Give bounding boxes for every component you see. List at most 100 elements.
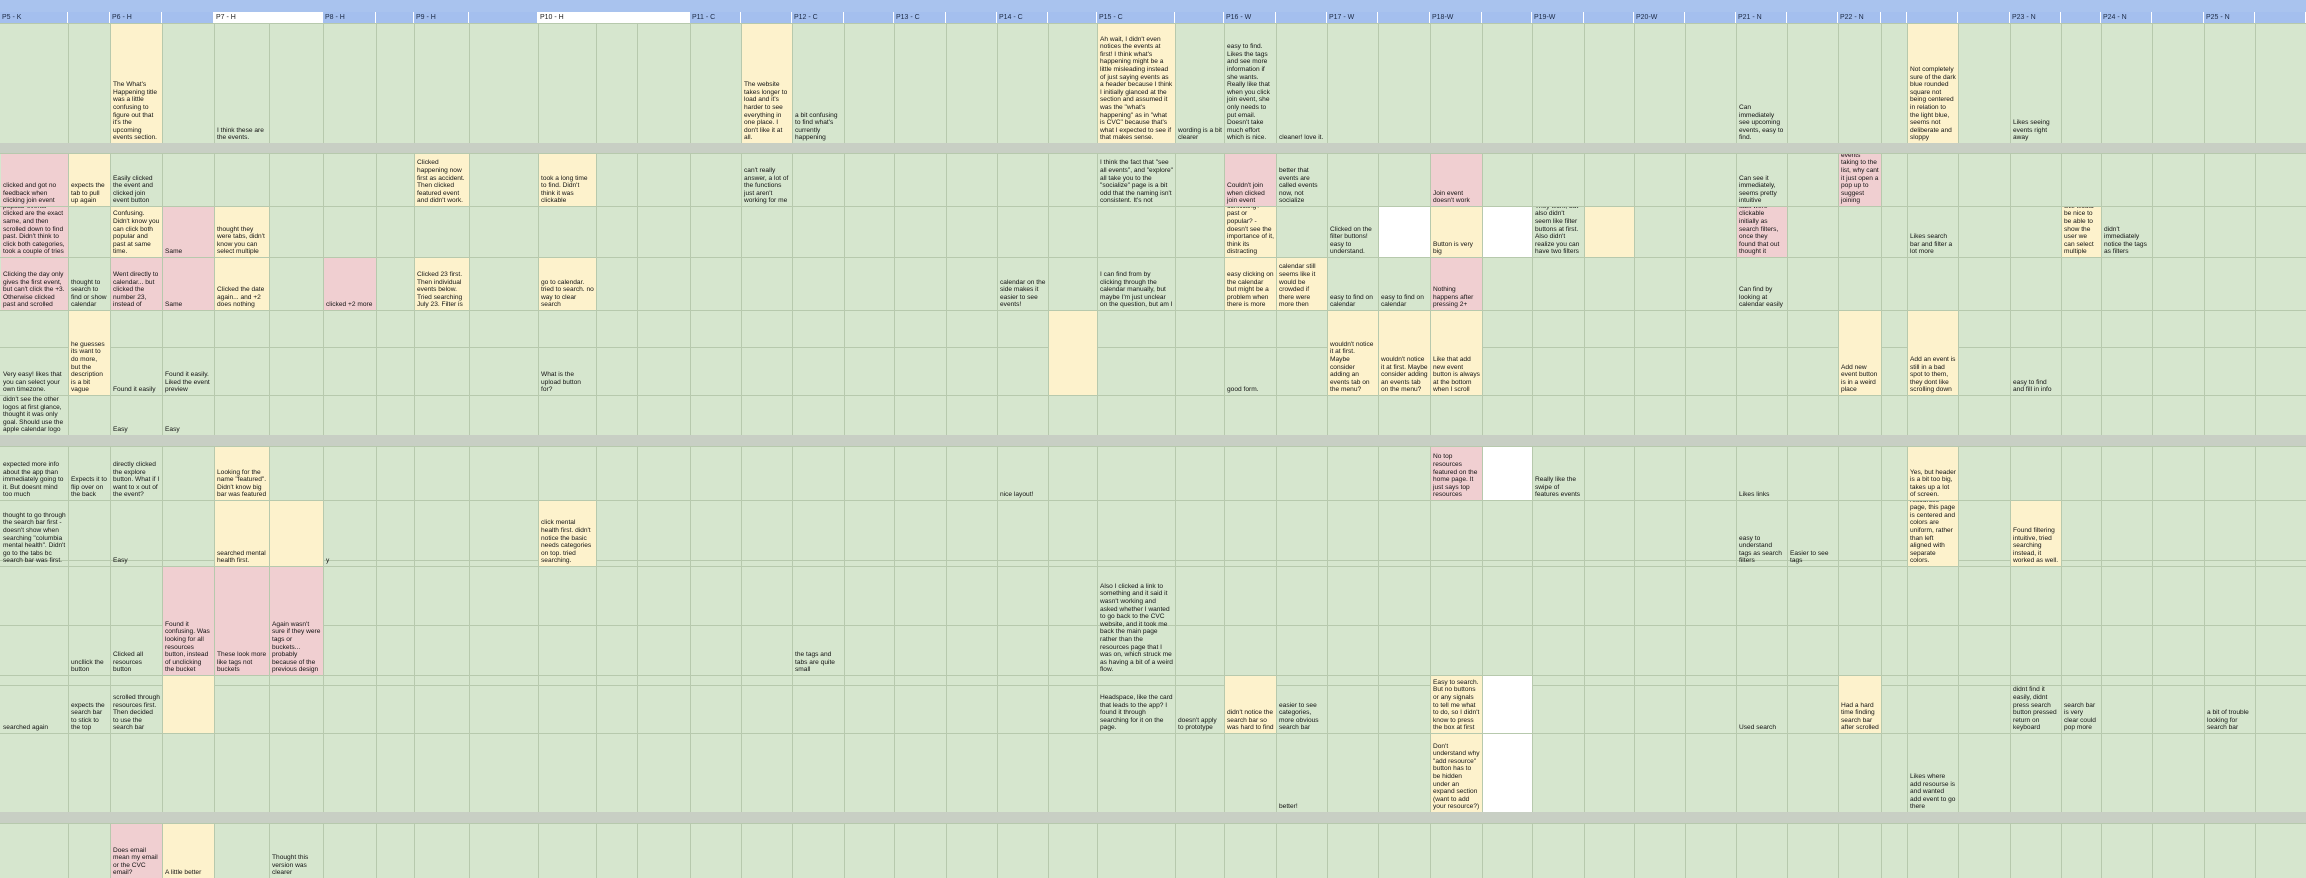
sticky-note[interactable]: easy to understand tags as search filter… bbox=[1737, 501, 1787, 566]
sticky-note[interactable]: Can see it immediately, seems pretty int… bbox=[1737, 154, 1787, 206]
sticky-note[interactable]: easy to find and fill in info bbox=[2011, 311, 2061, 395]
sticky-note[interactable]: They work, but also didn't seem like fil… bbox=[1533, 207, 1584, 257]
column-header[interactable] bbox=[469, 12, 538, 23]
column-header[interactable] bbox=[1685, 12, 1736, 23]
column-header[interactable] bbox=[1175, 12, 1224, 23]
sticky-note[interactable]: calendar on the side makes it easier to … bbox=[998, 258, 1048, 310]
sticky-note[interactable]: doesn't apply to prototype bbox=[1176, 676, 1224, 733]
column-header[interactable] bbox=[1958, 12, 2010, 23]
sticky-note[interactable]: wouldn't notice it at first. Maybe consi… bbox=[1379, 311, 1430, 395]
sticky-note[interactable]: thought they were tabs, didn't know you … bbox=[215, 207, 269, 257]
sticky-note[interactable]: Found filtering intuitive, tried searchi… bbox=[2011, 501, 2061, 566]
column-header[interactable] bbox=[1378, 12, 1430, 23]
column-header[interactable] bbox=[1482, 12, 1532, 23]
sticky-note[interactable]: he guesses its want to do more, but the … bbox=[69, 311, 110, 395]
column-header[interactable]: P6 - H bbox=[110, 12, 162, 23]
sticky-note[interactable]: Easy to search. But no buttons or any si… bbox=[1431, 676, 1482, 733]
sticky-note[interactable]: Don't understand why "add resource" butt… bbox=[1431, 734, 1482, 812]
sticky-note[interactable]: Easy bbox=[111, 396, 162, 435]
column-header[interactable] bbox=[637, 12, 690, 23]
sticky-note[interactable]: didn't immediately notice the tags as fi… bbox=[2102, 207, 2152, 257]
column-header[interactable] bbox=[2152, 12, 2204, 23]
sticky-note[interactable]: Easier to see tags bbox=[1788, 501, 1838, 566]
sticky-note[interactable]: Found it confusing. Was looking for all … bbox=[163, 567, 214, 675]
sticky-note[interactable]: Also I clicked a link to something and i… bbox=[1098, 567, 1175, 675]
column-header[interactable] bbox=[162, 12, 214, 23]
sticky-note[interactable]: Does email mean my email or the CVC emai… bbox=[111, 824, 162, 878]
column-header[interactable] bbox=[1787, 12, 1838, 23]
sticky-note[interactable]: conflicting? past or popular? - doesn't … bbox=[1225, 207, 1276, 257]
sticky-note[interactable]: better! bbox=[1277, 734, 1327, 812]
sticky-note[interactable]: Like that add new event button is always… bbox=[1431, 311, 1482, 395]
column-header[interactable]: P25 - N bbox=[2204, 12, 2255, 23]
column-header[interactable]: P22 - N bbox=[1838, 12, 1881, 23]
sticky-note[interactable]: Add new event button is in a weird place bbox=[1839, 311, 1881, 395]
sticky-note[interactable]: Easily clicked the event and clicked joi… bbox=[111, 154, 162, 206]
sticky-note[interactable]: Expects it to flip over on the back bbox=[69, 447, 110, 500]
sticky-note[interactable]: I think these are the events. bbox=[215, 24, 269, 143]
sticky-note[interactable]: Same bbox=[163, 207, 214, 257]
column-header[interactable]: P17 - W bbox=[1327, 12, 1378, 23]
sticky-note[interactable]: The What's Happening title was a little … bbox=[111, 24, 162, 143]
sticky-note[interactable] bbox=[1483, 447, 1532, 500]
sticky-note[interactable]: easy to find on calendar bbox=[1379, 258, 1430, 310]
column-header[interactable]: P18-W bbox=[1430, 12, 1482, 23]
column-header[interactable] bbox=[1048, 12, 1097, 23]
column-header[interactable] bbox=[844, 12, 894, 23]
sticky-note[interactable]: Clicked happening now first as accident.… bbox=[415, 154, 469, 206]
column-header[interactable] bbox=[741, 12, 792, 23]
column-header[interactable]: P19-W bbox=[1532, 12, 1584, 23]
sticky-note[interactable]: cleaner! love it. bbox=[1277, 24, 1327, 143]
sticky-note[interactable]: Likes where add resourse is and wanted a… bbox=[1908, 734, 1958, 812]
sticky-note[interactable]: Clicking the day only gives the first ev… bbox=[1, 258, 68, 310]
sticky-note[interactable]: the tags and tabs are quite small bbox=[793, 567, 844, 675]
sticky-note[interactable]: Yes, but header is a bit too big, takes … bbox=[1908, 447, 1958, 500]
column-header[interactable]: P13 - C bbox=[894, 12, 946, 23]
sticky-note[interactable]: Clicked the date again... and +2 does no… bbox=[215, 258, 269, 310]
column-header[interactable]: P11 - C bbox=[690, 12, 741, 23]
sticky-note[interactable]: better that events are called events now… bbox=[1277, 154, 1327, 206]
column-header[interactable] bbox=[68, 12, 110, 23]
sticky-note[interactable] bbox=[1379, 207, 1430, 257]
sticky-note[interactable]: I think the fact that "see all events", … bbox=[1098, 154, 1175, 206]
sticky-note[interactable]: Ah wait, I didn't even notices the event… bbox=[1098, 24, 1175, 143]
sticky-note[interactable]: easy clicking on the calendar but might … bbox=[1225, 258, 1276, 310]
sticky-note[interactable]: Confusing. Didn't know you can click bot… bbox=[111, 207, 162, 257]
sticky-note[interactable]: didnt find it easily, didnt press search… bbox=[2011, 676, 2061, 733]
sticky-note[interactable]: Very easy! likes that you can select you… bbox=[1, 311, 68, 395]
sticky-note[interactable] bbox=[163, 676, 214, 733]
column-header[interactable] bbox=[1276, 12, 1327, 23]
column-header[interactable] bbox=[2061, 12, 2101, 23]
sticky-note[interactable]: Clicked 23 first. Then individual events… bbox=[415, 258, 469, 310]
sticky-note[interactable]: a bit of trouble looking for search bar bbox=[2205, 676, 2255, 733]
sticky-note[interactable]: Found it easily. Liked the event preview bbox=[163, 311, 214, 395]
sticky-note[interactable] bbox=[270, 501, 323, 566]
sticky-note[interactable]: calendar still seems like it would be cr… bbox=[1277, 258, 1327, 310]
sticky-note[interactable]: go to calendar. tried to search. no way … bbox=[539, 258, 596, 310]
sticky-note[interactable]: Doesnt think buttons on event page match… bbox=[1908, 501, 1958, 566]
sticky-note[interactable]: Doesnt like the click on featured events… bbox=[1839, 154, 1881, 206]
sticky-note[interactable]: easy to find. Likes the tags and see mor… bbox=[1225, 24, 1276, 143]
sticky-note[interactable]: didn't see the other logos at first glan… bbox=[1, 396, 68, 435]
column-header[interactable]: P5 - K bbox=[0, 12, 68, 23]
sticky-note[interactable]: didn't notice the search bar so was hard… bbox=[1225, 676, 1276, 733]
sticky-note[interactable]: A little better bbox=[163, 824, 214, 878]
sticky-note[interactable]: clicked +2 more bbox=[324, 258, 376, 310]
sticky-note[interactable]: Add an event is still in a bad spot to t… bbox=[1908, 311, 1958, 395]
sticky-note[interactable]: took a long time to find. Didn't think i… bbox=[539, 154, 596, 206]
sticky-note[interactable]: Can immediately see upcoming events, eas… bbox=[1737, 24, 1787, 143]
sticky-note[interactable]: Same bbox=[163, 258, 214, 310]
column-header[interactable] bbox=[1907, 12, 1958, 23]
sticky-note[interactable]: The website takes longer to load and it'… bbox=[742, 24, 792, 143]
column-header[interactable]: P14 - C bbox=[997, 12, 1048, 23]
sticky-note[interactable]: I can find from by clicking through the … bbox=[1098, 258, 1175, 310]
sticky-note[interactable]: expects the search bar to stick to the t… bbox=[69, 676, 110, 733]
sticky-note[interactable]: Likes links bbox=[1737, 447, 1787, 500]
sticky-note[interactable]: wording is a bit clearer bbox=[1176, 24, 1224, 143]
sticky-note[interactable]: Did not notice tabs were clickable initi… bbox=[1737, 207, 1787, 257]
column-header[interactable]: P9 - H bbox=[414, 12, 469, 23]
column-header[interactable]: P10 - H bbox=[538, 12, 596, 23]
sticky-note[interactable]: Easy bbox=[163, 396, 214, 435]
sticky-note[interactable]: Again wasn't sure if they were tags or b… bbox=[270, 567, 323, 675]
column-header[interactable]: P23 - N bbox=[2010, 12, 2061, 23]
